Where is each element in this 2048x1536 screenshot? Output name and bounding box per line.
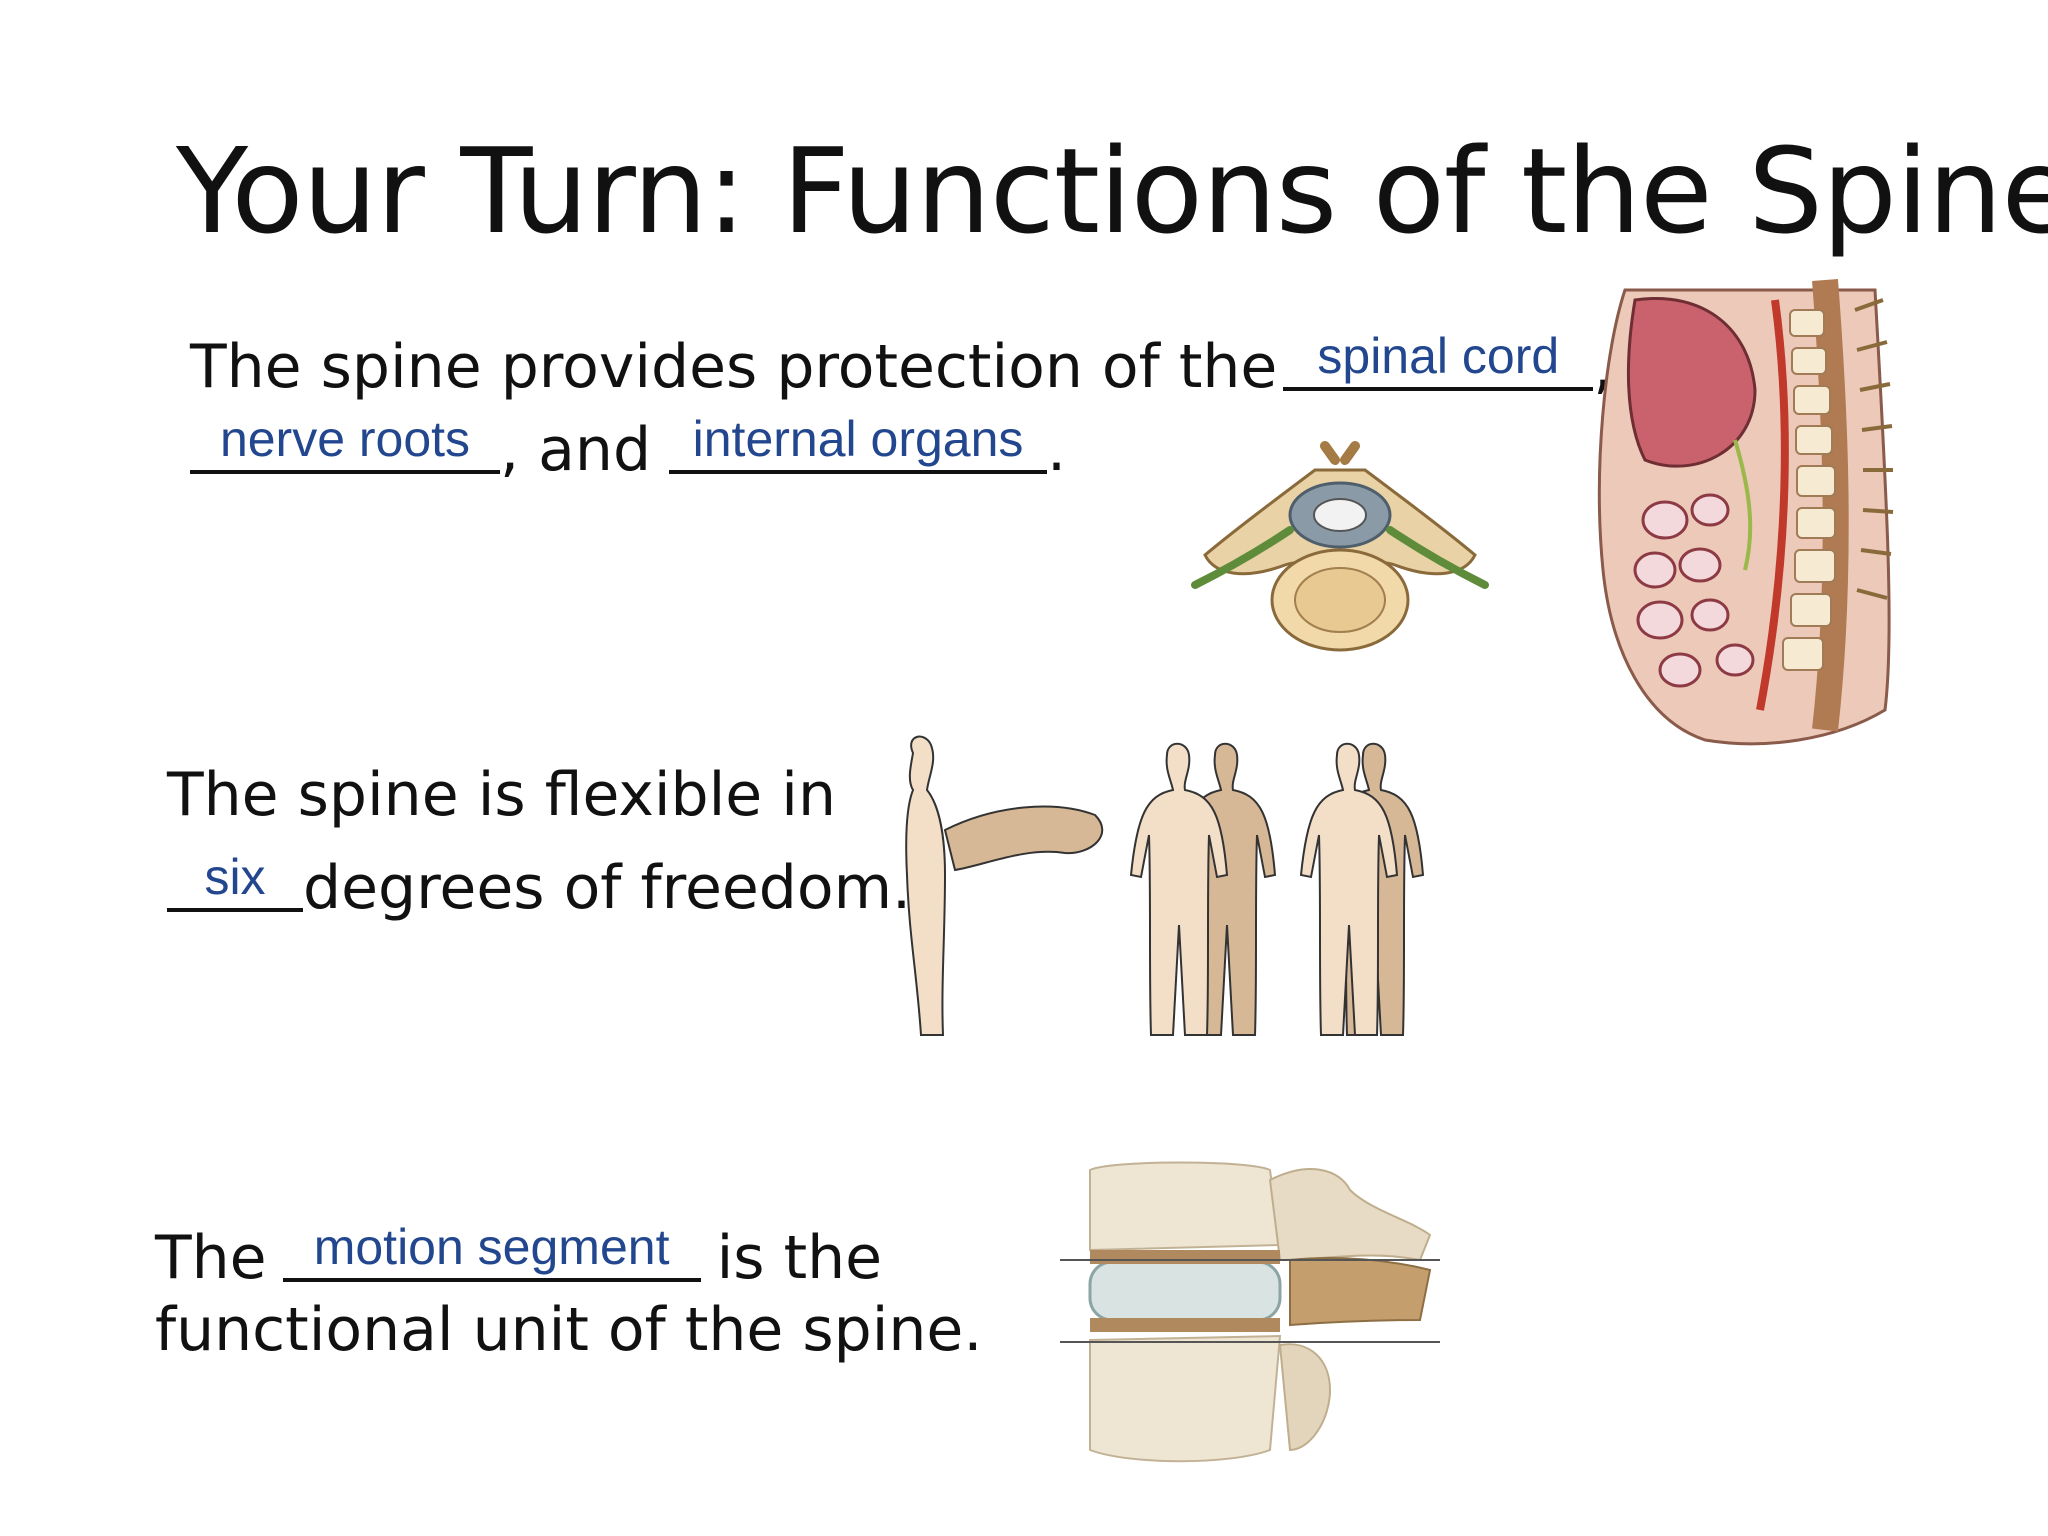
flexible-text: The spine is flexible in — [167, 760, 836, 830]
protection-text: The spine provides protection of the — [190, 332, 1278, 402]
degrees-text: degrees of freedom. — [303, 853, 912, 923]
slide-title: Your Turn: Functions of the Spine — [176, 122, 2048, 260]
and-text: , and — [500, 415, 652, 485]
motion-segment-sentence-line-2: functional unit of the spine. — [155, 1300, 982, 1360]
functional-unit-text: functional unit of the spine. — [155, 1295, 983, 1365]
vertebra-top-view-illustration — [1191, 441, 1489, 652]
sagittal-torso-illustration — [1597, 279, 1894, 746]
blank-internal-organs: internal organs — [669, 410, 1048, 474]
motion-segment-illustration — [1060, 1161, 1440, 1463]
answer-nerve-roots: nerve roots — [219, 411, 471, 467]
answer-motion-segment: motion segment — [313, 1219, 670, 1275]
blank-six: six — [167, 848, 303, 912]
the-text: The — [155, 1223, 267, 1293]
is-the-text: is the — [716, 1223, 883, 1293]
answer-internal-organs: internal organs — [692, 411, 1024, 467]
flexible-sentence-line-1: The spine is flexible in — [167, 765, 836, 825]
blank-spinal-cord: spinal cord — [1283, 327, 1594, 391]
blank-nerve-roots: nerve roots — [190, 410, 500, 474]
answer-spinal-cord: spinal cord — [1317, 328, 1560, 384]
spine-flexibility-figures-illustration — [905, 735, 1425, 1036]
period-text: . — [1047, 415, 1067, 485]
answer-six: six — [204, 849, 266, 905]
blank-motion-segment: motion segment — [282, 1218, 701, 1282]
